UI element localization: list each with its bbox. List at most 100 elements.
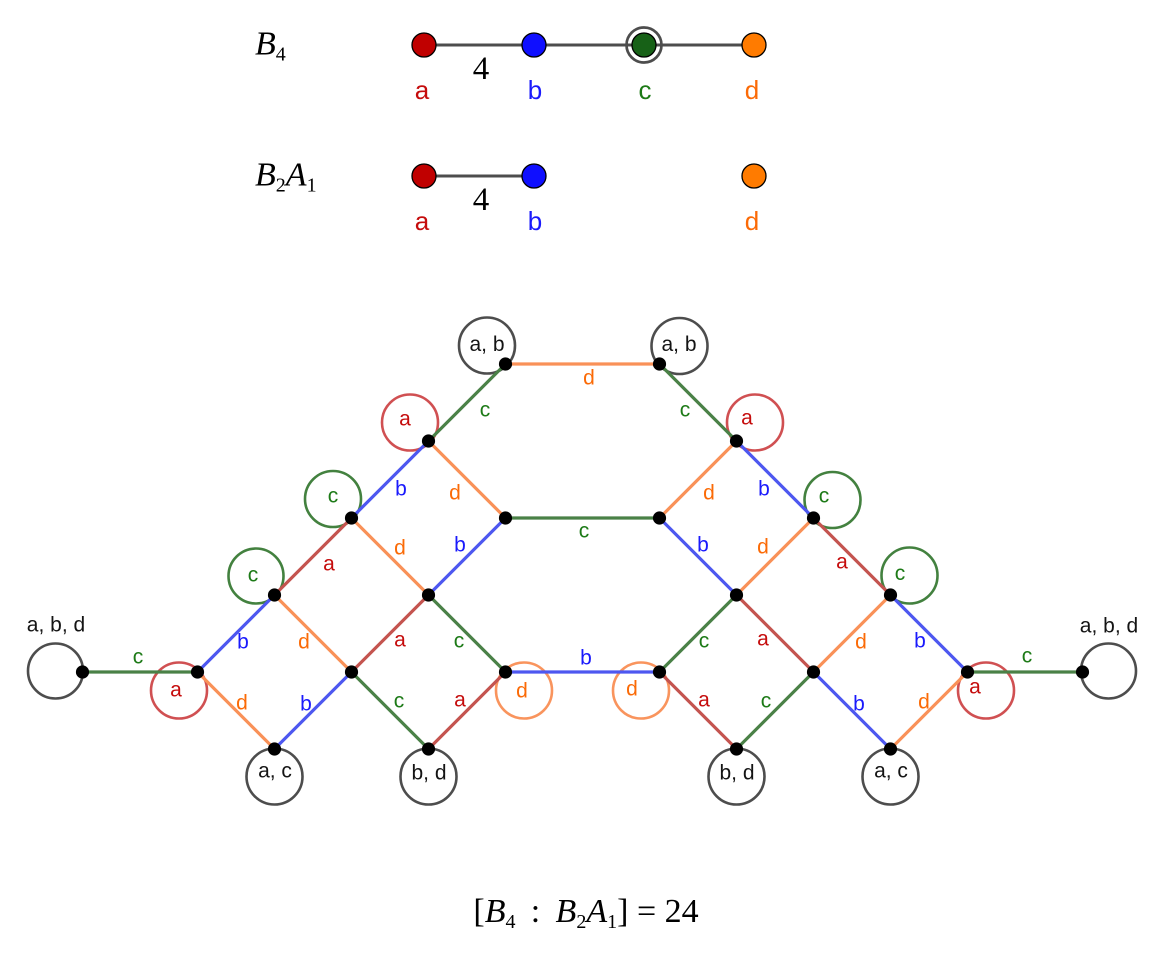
- edge-label-c2-l--w-l-d: d: [298, 631, 310, 654]
- edge-label-w-r--ac-r-b: b: [853, 693, 865, 716]
- index-formula-part: 4: [505, 911, 515, 933]
- edge-c2-l--a2-l-b: [195, 593, 277, 674]
- edge-c1-l--k-l-d: [349, 516, 431, 597]
- edge-d-r--bd-r-a: [657, 670, 739, 751]
- edge-c2-l--w-l-d: [272, 593, 354, 674]
- edge-label-end-r--a2-r-c: c: [1022, 644, 1033, 667]
- edge-label-a1-l--c1-l-b: b: [395, 478, 407, 501]
- edge-a2-r--ac-r-d: [888, 670, 970, 751]
- edge-label-d-l--d-r-b: b: [580, 647, 592, 670]
- vertex-dot-k-r: [729, 588, 744, 602]
- edge-c2-r--w-r-d: [811, 593, 893, 674]
- edge-m-l--k-l-b: [426, 516, 508, 597]
- loop-label-c2-r: c: [895, 562, 906, 585]
- loop-circle-t-ab-r: [650, 316, 709, 376]
- loop-label-c2-l: c: [248, 563, 259, 586]
- edge-label-w-r--bd-r-c: c: [761, 689, 772, 712]
- loop-label-bd-r: b, d: [719, 762, 754, 785]
- edge-label-end-l--a2-l-c: c: [133, 645, 144, 668]
- loop-label-a1-l: a: [399, 407, 411, 430]
- dynkin-node-label-d: d: [745, 206, 759, 236]
- edge-label-w-l--bd-l-c: c: [394, 689, 405, 712]
- bond-order-label: 4: [473, 51, 490, 87]
- index-formula-part: A: [584, 893, 607, 930]
- loop-label-d-l: d: [516, 680, 528, 703]
- vertex-dot-k-l: [421, 588, 436, 602]
- edge-label-c1-r--c2-r-a: a: [836, 550, 848, 573]
- edge-label-m-l--m-r-c: c: [579, 519, 590, 542]
- edge-label-d-l--bd-l-a: a: [454, 688, 466, 711]
- edge-label-c2-l--a2-l-b: b: [237, 631, 249, 654]
- dynkin-title-b2a1: B2A1: [255, 157, 317, 197]
- edge-w-l--ac-l-b: [272, 670, 354, 751]
- index-formula-part: 1: [607, 911, 617, 933]
- loop-circle-a1-r: [725, 393, 785, 452]
- edge-label-a1-l--m-l-d: d: [449, 482, 461, 505]
- dynkin-node-b: [521, 163, 547, 189]
- edge-t-ab-r--a1-r-c: [657, 362, 739, 443]
- loop-circle-c1-r: [803, 470, 862, 530]
- dynkin-node-label-b: b: [528, 75, 542, 105]
- loop-circle-end-r: [1079, 642, 1138, 700]
- dynkin-node-label-d: d: [745, 75, 759, 105]
- edge-label-k-l--d-l-c: c: [454, 629, 465, 652]
- edge-w-r--ac-r-b: [811, 670, 893, 751]
- edge-c1-l--c2-l-a: [272, 516, 354, 597]
- edge-label-k-r--d-r-c: c: [699, 629, 710, 652]
- edge-c1-r--c2-r-a: [811, 516, 893, 597]
- loop-label-d-r: d: [626, 678, 638, 701]
- dynkin-node-c: [631, 32, 657, 58]
- vertex-dot-t-ab-r: [652, 357, 667, 371]
- vertex-dot-ac-r: [883, 742, 898, 756]
- edge-label-m-l--k-l-b: b: [454, 534, 466, 557]
- edge-label-t-ab-l--t-ab-r-d: d: [583, 367, 595, 390]
- edge-t-ab-l--a1-l-c: [426, 362, 508, 443]
- dynkin-title-b4-part: 4: [276, 44, 286, 66]
- graph-edges: [80, 362, 1085, 751]
- edge-d-l--bd-l-a: [426, 670, 508, 751]
- vertex-dot-m-r: [652, 511, 667, 525]
- dynkin-title-b2a1-part: A: [284, 157, 307, 194]
- edge-label-a2-r--ac-r-d: d: [918, 691, 930, 714]
- loop-circle-end-l: [26, 642, 85, 700]
- edge-label-t-ab-l--a1-l-c: c: [480, 398, 491, 421]
- index-formula-part: 24: [665, 893, 699, 930]
- loop-circle-d-l: [494, 661, 554, 720]
- index-formula-part: B: [556, 893, 577, 930]
- graph-loops: [26, 316, 1138, 806]
- index-formula: [B4 : B2A1] = 24: [473, 893, 698, 933]
- dynkin-node-b: [521, 32, 547, 58]
- vertex-dot-a2-l: [190, 665, 205, 679]
- edge-label-c1-r--k-r-d: d: [757, 536, 769, 559]
- loop-circle-c2-l: [227, 547, 285, 605]
- vertex-dot-a2-r: [960, 665, 975, 679]
- vertex-dot-end-l: [75, 665, 90, 679]
- dynkin-node-d: [741, 32, 767, 58]
- vertex-dot-d-l: [498, 665, 513, 679]
- loop-label-ac-l: a, c: [258, 759, 292, 782]
- dynkin-node-label-b: b: [528, 206, 542, 236]
- loop-circle-c1-l: [303, 469, 363, 529]
- edge-w-l--bd-l-c: [349, 670, 431, 751]
- loop-label-c1-l: c: [328, 484, 339, 507]
- graph-vertices: [75, 357, 1090, 756]
- vertex-dot-m-l: [498, 511, 513, 525]
- loop-circle-d-r: [611, 661, 671, 720]
- vertex-dot-ac-l: [267, 742, 282, 756]
- edge-k-r--d-r-c: [657, 593, 739, 674]
- edge-a1-r--m-r-d: [657, 439, 739, 520]
- index-formula-part: ]: [617, 893, 628, 930]
- edge-m-r--k-r-b: [657, 516, 739, 597]
- dynkin-node-label-a: a: [415, 75, 430, 105]
- edge-label-c2-r--a2-r-b: b: [914, 630, 926, 653]
- vertex-dot-d-r: [652, 665, 667, 679]
- edge-k-r--w-r-a: [734, 593, 816, 674]
- edge-label-k-r--w-r-a: a: [757, 627, 769, 650]
- loop-label-c1-r: c: [819, 484, 830, 507]
- index-formula-part: B: [485, 893, 506, 930]
- edge-label-w-l--ac-l-b: b: [300, 693, 312, 716]
